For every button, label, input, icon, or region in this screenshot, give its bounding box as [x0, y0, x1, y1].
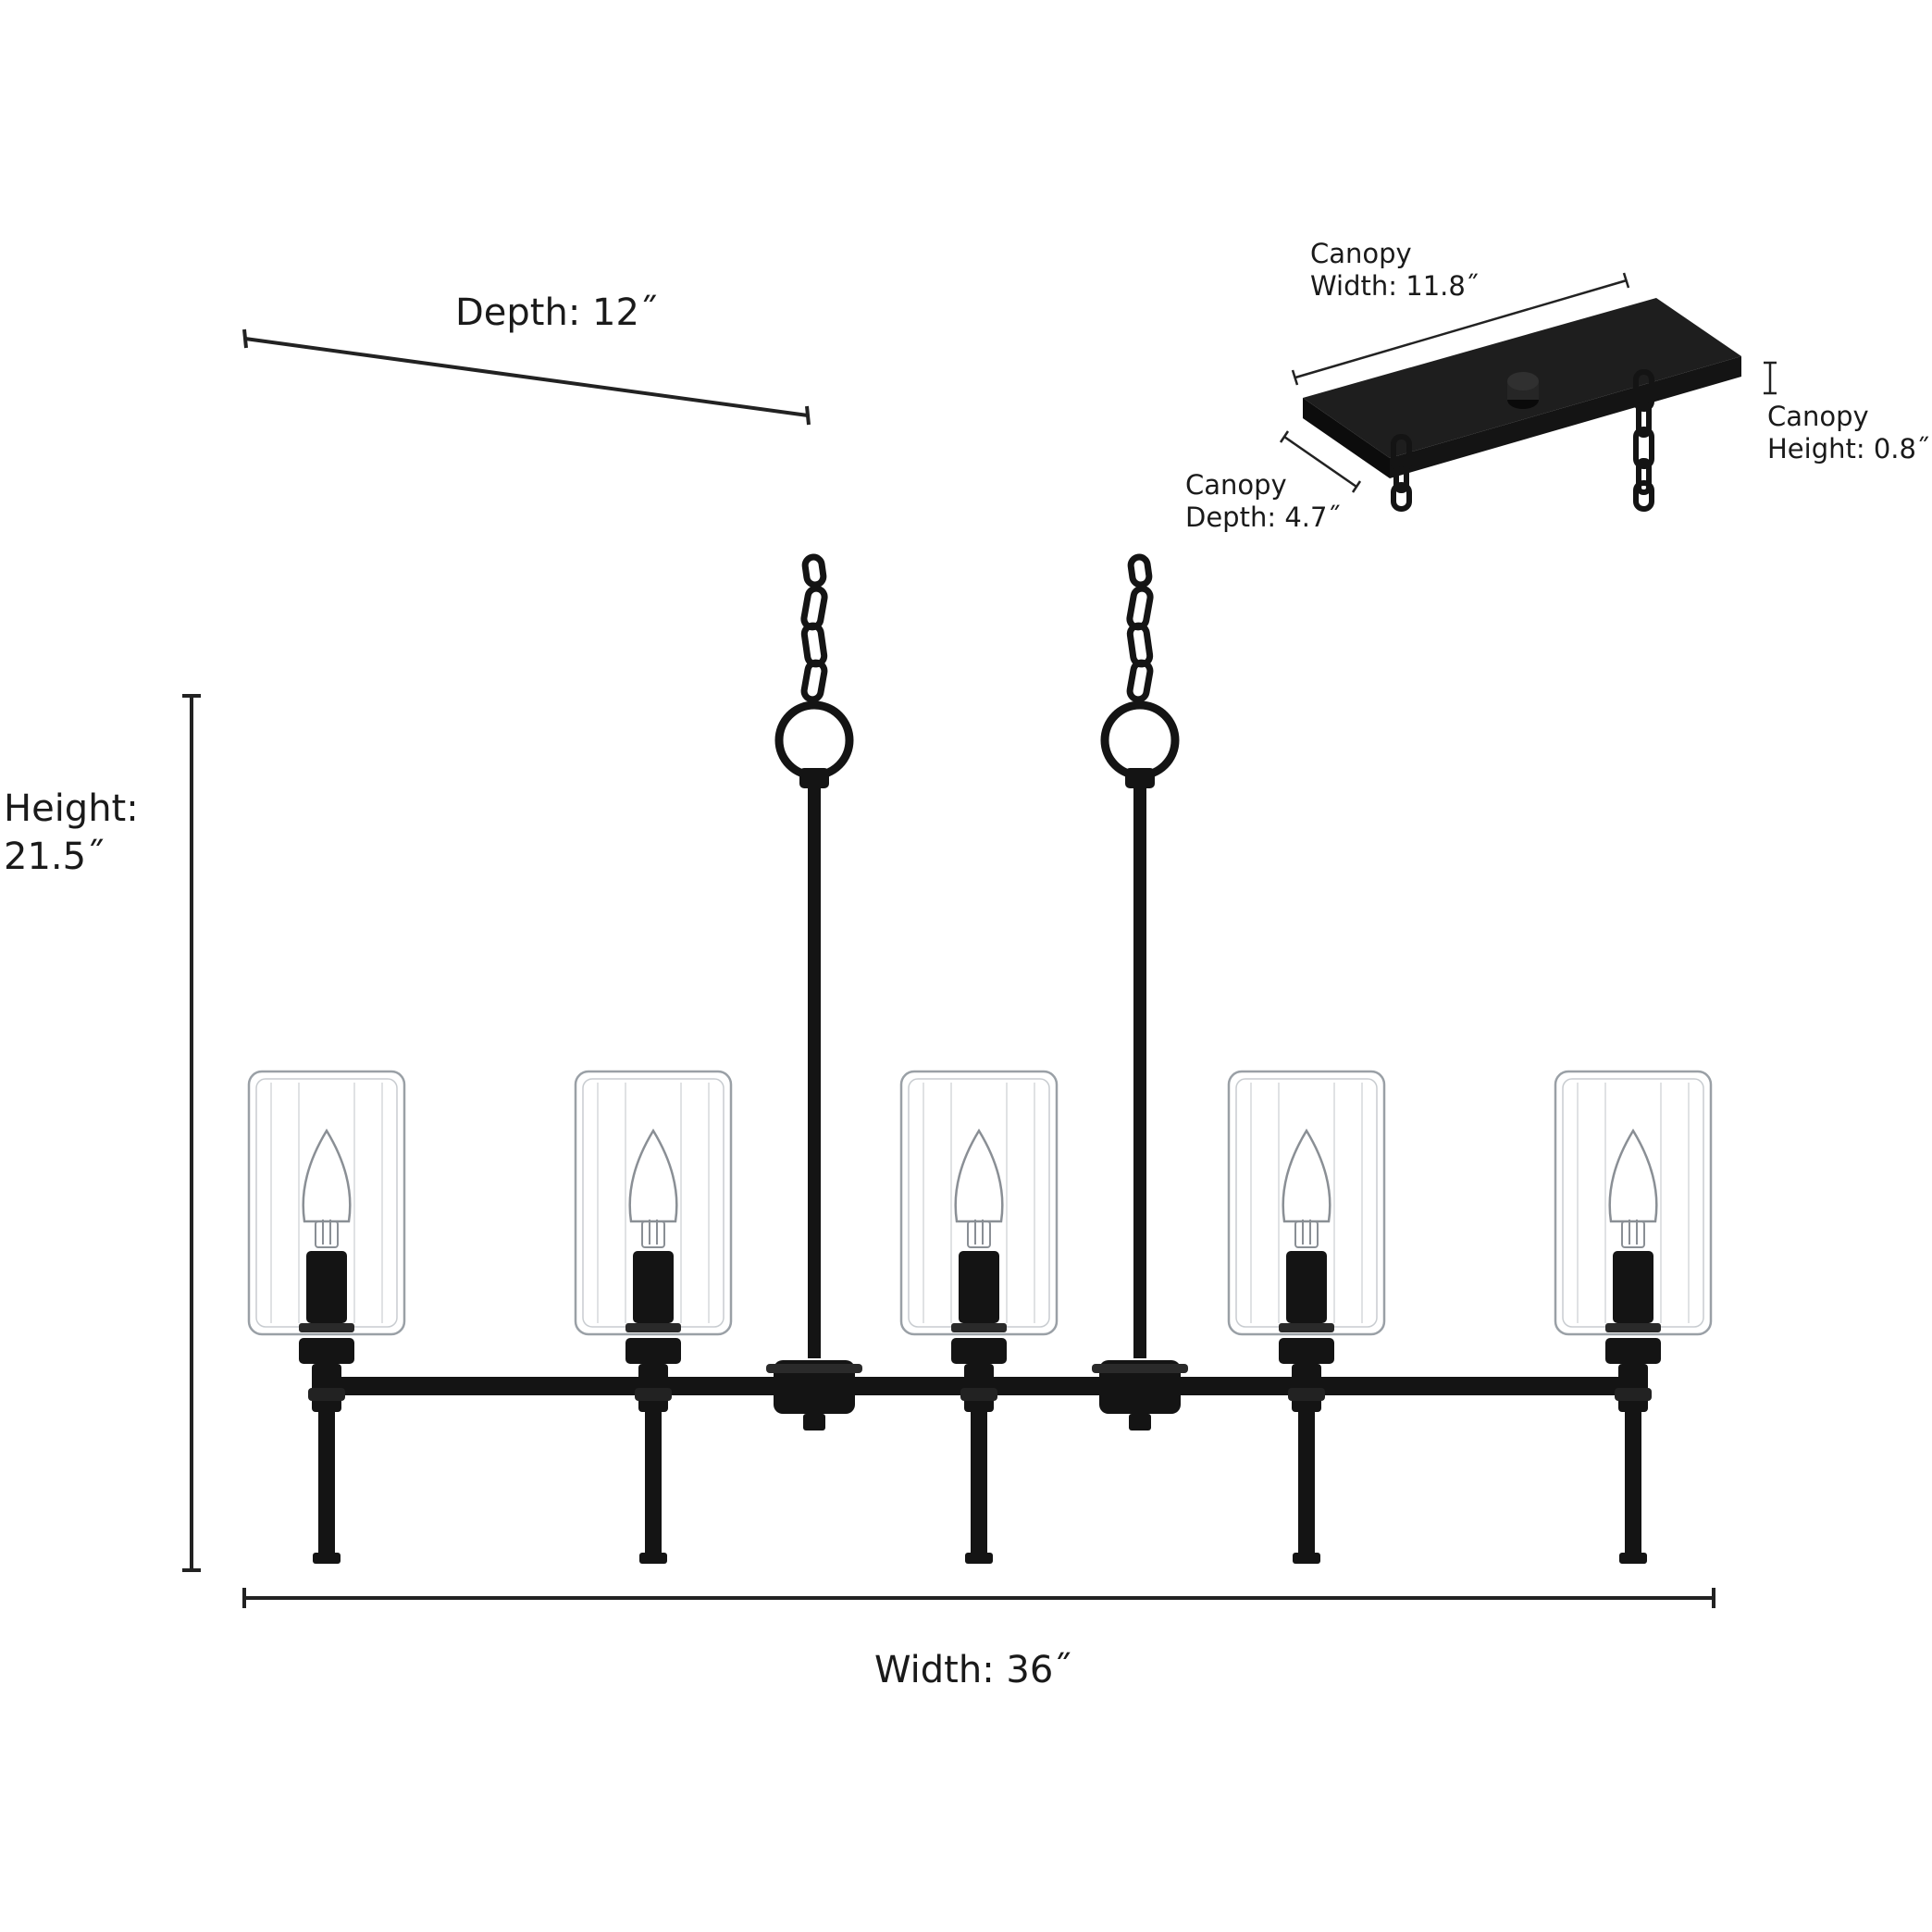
- candle-bulb: [1282, 1128, 1331, 1248]
- height-label: Height: 21.5˝: [4, 785, 139, 881]
- hanger-2: [1092, 553, 1188, 1430]
- height-dimension-line: [182, 694, 201, 1572]
- depth-dimension-line: [242, 328, 811, 426]
- width-dimension-line: [242, 1588, 1715, 1608]
- glass-shade: [1227, 1070, 1386, 1336]
- height-label-line2: 21.5˝: [4, 836, 105, 878]
- light-2: [574, 1070, 733, 1564]
- light-assemblies: [247, 1070, 1713, 1564]
- candle-bulb: [1608, 1128, 1658, 1248]
- canopy-chains: [1391, 369, 1654, 512]
- canopy-depth-dimension-line: [1279, 430, 1362, 493]
- height-label-line1: Height:: [4, 787, 139, 830]
- canopy-height-dimension-line: [1764, 361, 1777, 395]
- depth-label: Depth: 12˝: [455, 291, 658, 334]
- light-3: [899, 1070, 1059, 1564]
- candle-bulb: [954, 1128, 1004, 1248]
- canopy-plate: [1303, 298, 1741, 478]
- light-4: [1227, 1070, 1386, 1564]
- candle-bulb: [628, 1128, 678, 1248]
- hanger-assemblies: [766, 553, 1188, 1430]
- light-1: [247, 1070, 406, 1564]
- canopy-height-label: Canopy Height: 0.8˝: [1767, 401, 1929, 465]
- light-5: [1554, 1070, 1713, 1564]
- canopy-width-label-line2: Width: 11.8˝: [1310, 270, 1480, 302]
- canopy-depth-label: Canopy Depth: 4.7˝: [1185, 469, 1341, 534]
- canopy-width-label: Canopy Width: 11.8˝: [1310, 238, 1479, 303]
- canopy-depth-label-line2: Depth: 4.7˝: [1185, 502, 1341, 533]
- canopy-width-label-line1: Canopy: [1310, 238, 1412, 269]
- candle-bulb: [302, 1128, 352, 1248]
- hanger-1: [766, 553, 862, 1430]
- canopy-height-label-line1: Canopy: [1767, 401, 1869, 432]
- glass-shade: [574, 1070, 733, 1336]
- width-label: Width: 36˝: [874, 1649, 1072, 1691]
- canopy-depth-label-line1: Canopy: [1185, 469, 1287, 501]
- canopy-height-label-line2: Height: 0.8˝: [1767, 433, 1930, 464]
- canopy-width-dimension-line: [1291, 272, 1630, 386]
